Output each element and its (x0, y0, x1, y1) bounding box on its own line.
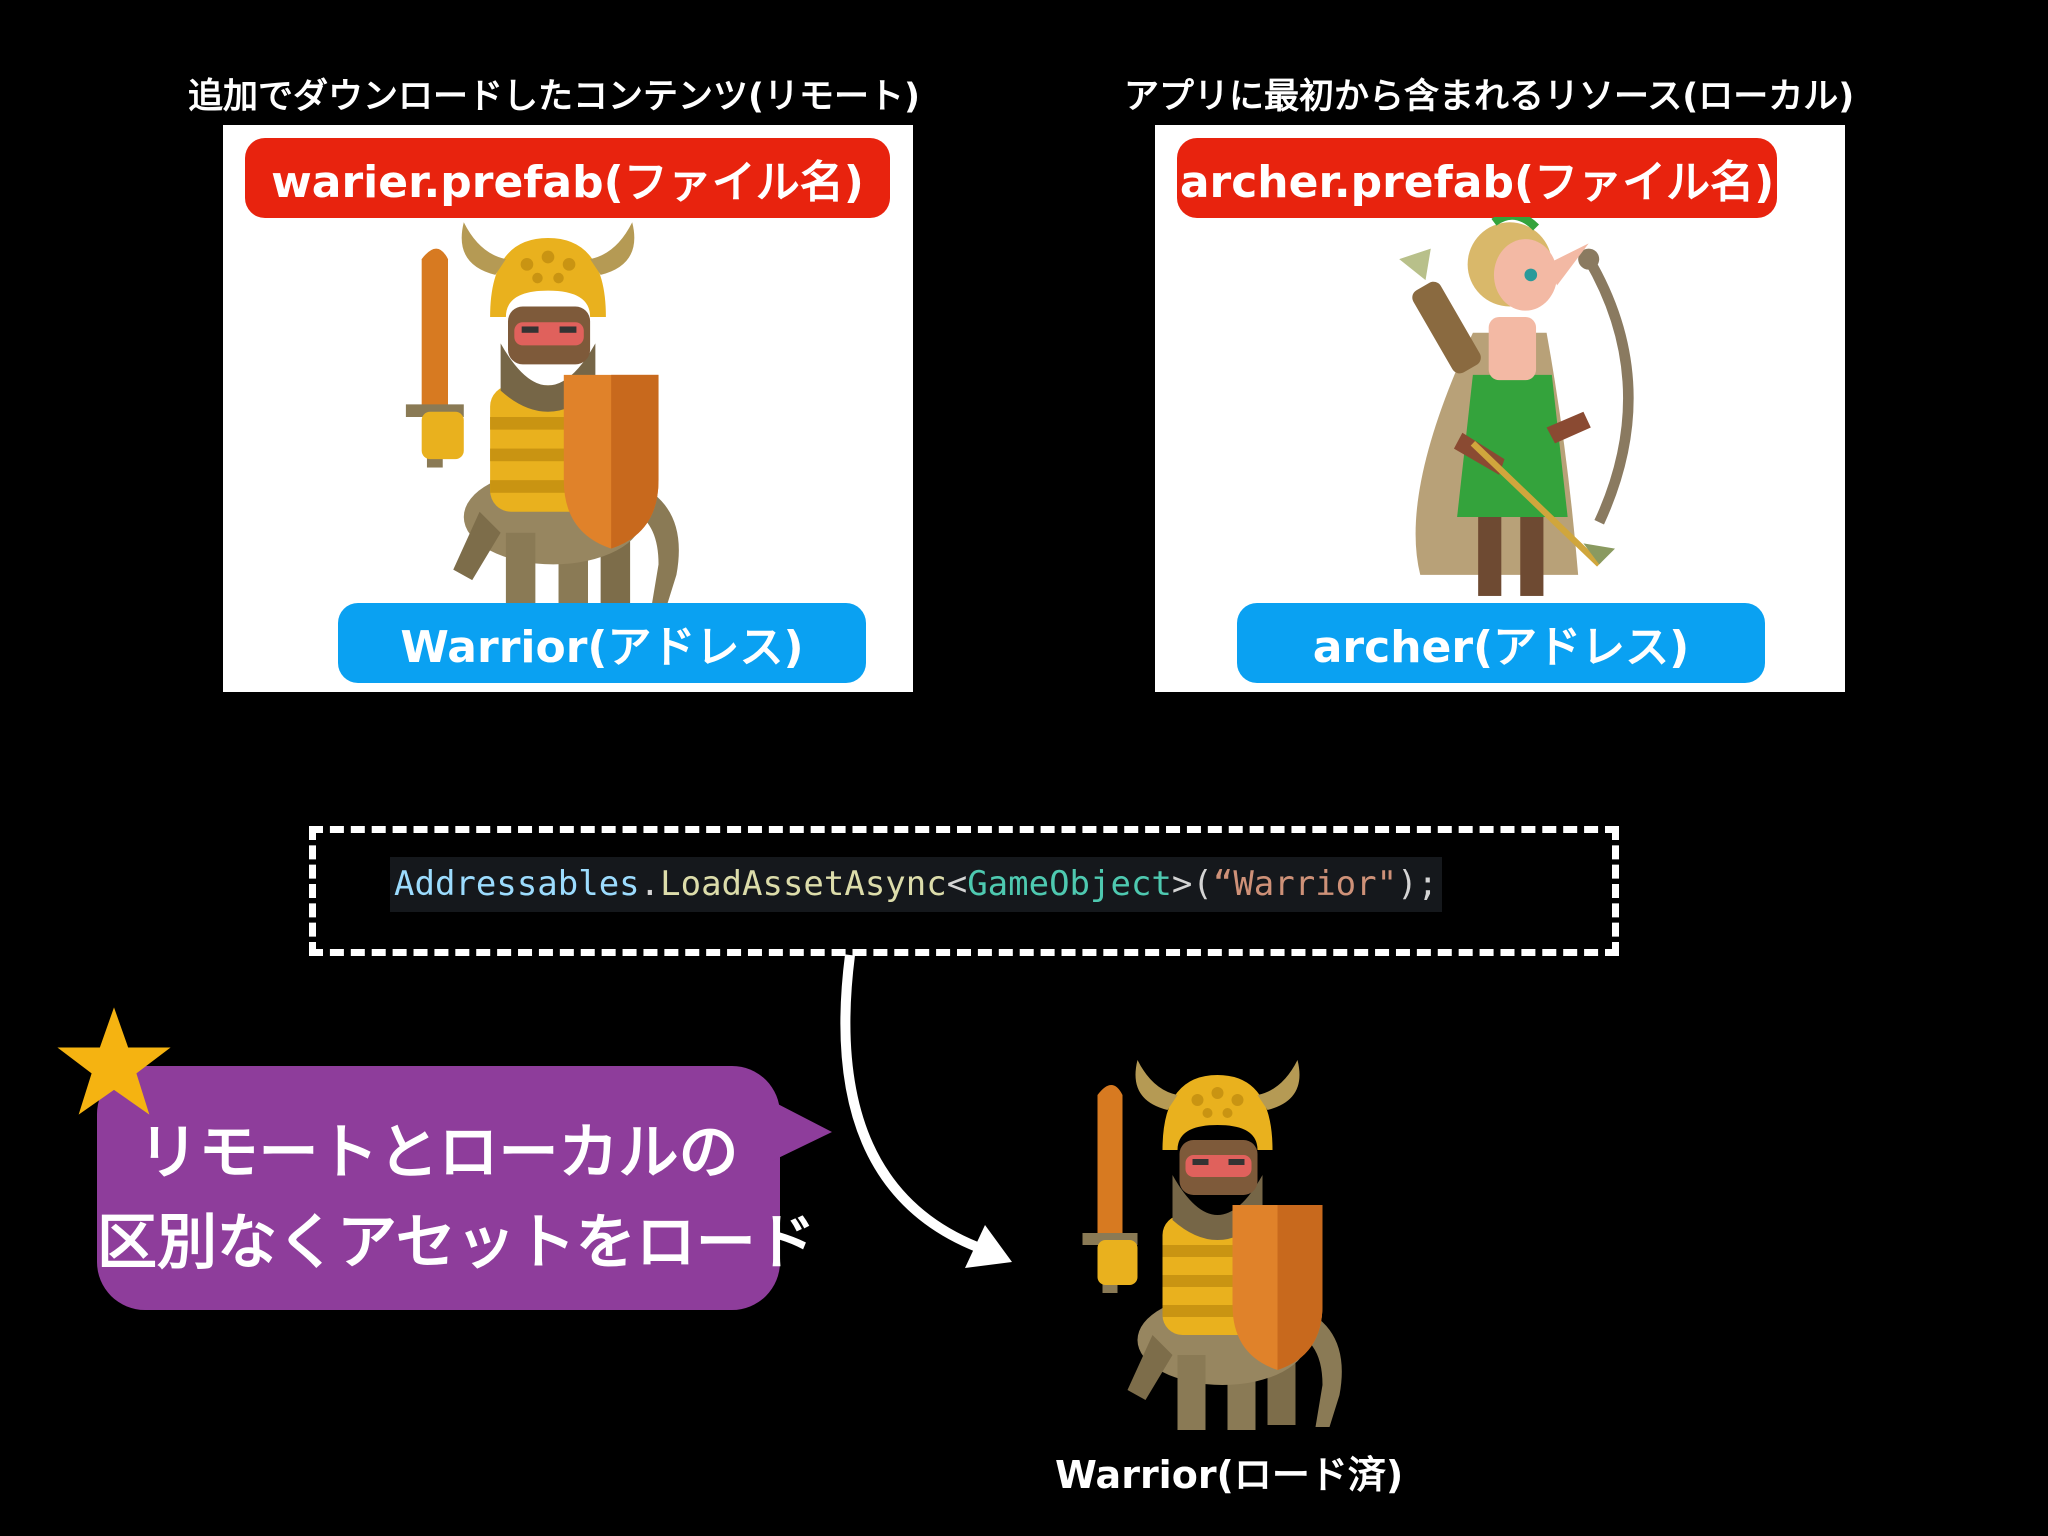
remote-address-badge: Warrior(アドレス) (338, 603, 866, 683)
local-caption: アプリに最初から含まれるリソース(ローカル) (1124, 77, 1855, 117)
load-arrow (840, 954, 1012, 1268)
local-file-name-badge: archer.prefab(ファイル名) (1177, 138, 1777, 218)
code-argument: “Warrior" (1212, 864, 1398, 904)
callout-line-1: リモートとローカルの (138, 1118, 739, 1188)
callout-pointer (770, 1100, 832, 1162)
code-class-name: Addressables (394, 864, 640, 904)
code-method: LoadAssetAsync (660, 864, 947, 904)
callout-bubble: リモートとローカルの 区別なくアセットをロード (97, 1066, 816, 1310)
code-type-name: GameObject (967, 864, 1172, 904)
code-dashed-frame (309, 826, 1619, 956)
remote-caption: 追加でダウンロードしたコンテンツ(リモート) (188, 77, 920, 117)
callout-line-2: 区別なくアセットをロード (97, 1208, 816, 1278)
star-icon (57, 1007, 171, 1115)
remote-file-name-badge: warier.prefab(ファイル名) (245, 138, 890, 218)
warrior-character-image (383, 217, 713, 617)
code-lt: < (946, 864, 968, 904)
code-end: ); (1397, 864, 1439, 904)
code-snippet: Addressables.LoadAssetAsync<GameObject>(… (390, 857, 1443, 912)
archer-character-image (1350, 217, 1680, 617)
loaded-warrior-image (1035, 1055, 1400, 1435)
local-asset-panel: archer.prefab(ファイル名) archer(アドレス) (1155, 125, 1845, 692)
remote-asset-panel: warier.prefab(ファイル名) Warrior(アドレス) (223, 125, 913, 692)
code-dot: . (639, 864, 661, 904)
code-gt: >( (1171, 864, 1213, 904)
loaded-warrior-label: Warrior(ロード済) (1055, 1453, 1404, 1497)
local-address-badge: archer(アドレス) (1237, 603, 1765, 683)
